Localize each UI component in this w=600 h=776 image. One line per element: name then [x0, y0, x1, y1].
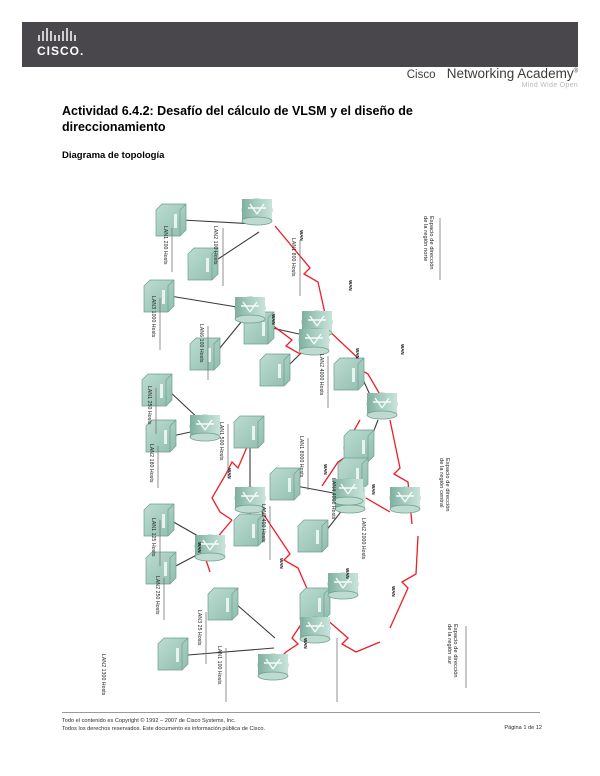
footer-divider: [62, 712, 540, 713]
wan-label-13: WAN: [303, 638, 308, 649]
wan-label-7: WAN: [371, 484, 376, 495]
wan-label-1: WAN: [299, 230, 304, 241]
lan-label-2: LAN2 100 Hosts: [212, 226, 218, 265]
lan-label-9: LAN2 180 Hosts: [148, 444, 154, 483]
wan-label-6: WAN: [323, 464, 328, 475]
region-label-north: Espacio de dirección de la región norte: [421, 216, 434, 270]
wan-label-4: WAN: [355, 348, 360, 359]
copyright-line-1: Todo el contenido es Copyright © 1992 – …: [62, 718, 236, 724]
wan-label-5: WAN: [400, 344, 405, 355]
copyright-line-2: Todos los derechos reservados. Este docu…: [62, 726, 266, 732]
label-rules: [155, 218, 467, 702]
cisco-logo: CISCO.: [34, 28, 104, 62]
footer-copyright: Todo el contenido es Copyright © 1992 – …: [62, 717, 265, 733]
lan-label-4: LAN6 100 Hosts: [198, 324, 204, 363]
region-label-central: Espacio de dirección de la región centra…: [437, 458, 450, 512]
wan-label-8: WAN: [227, 468, 232, 479]
wan-label-12: WAN: [391, 586, 396, 597]
lan-label-15: LAN2 250 Hosts: [154, 576, 160, 615]
lan-label-13: LAN2 2000 Hosts: [360, 518, 366, 560]
lan-label-7: LAN1 8000 Hosts: [298, 436, 304, 478]
lan-devices: [141, 203, 375, 671]
lan-label-12: LAN4 4000 Hosts: [330, 478, 336, 520]
wan-label-3: WAN: [271, 314, 276, 325]
lan-label-8: LAN1 250 Hosts: [146, 386, 152, 425]
academy-title-row: Cisco Networking Academy®: [406, 66, 578, 81]
lan-label-17: LAN1 100 Hosts: [216, 646, 222, 685]
page-number: Página 1 de 12: [504, 725, 542, 731]
lan-label-14: LAN1 125 Hosts: [150, 518, 156, 557]
lan-label-6: LAN2 4000 Hosts: [318, 354, 324, 396]
wan-label-9: WAN: [197, 542, 202, 553]
lan-label-10: LAN1 500 Hosts: [218, 422, 224, 461]
lan-label-11: LAN2 400 Hosts: [260, 504, 266, 543]
lan-label-3: LAN3 1000 Hosts: [150, 296, 156, 338]
cisco-bridge-glyph: [38, 28, 104, 41]
routers: [189, 198, 421, 681]
academy-tagline: Mind Wide Open: [521, 82, 578, 89]
lan-label-18: LAN2 1300 Hosts: [100, 654, 106, 696]
wan-label-11: WAN: [345, 568, 350, 579]
lan-label-1: LAN1 200 Hosts: [162, 226, 168, 265]
cisco-wordmark: CISCO.: [37, 44, 85, 58]
networking-academy-lockup: Cisco Networking Academy® Mind Wide Open: [407, 66, 578, 89]
topology-svg: [141, 198, 467, 702]
academy-title: Networking Academy: [446, 66, 574, 81]
wan-label-2: WAN: [348, 280, 353, 291]
wan-label-10: WAN: [279, 558, 284, 569]
lan-label-5: LAN1 800 Hosts: [290, 238, 296, 277]
page-title: Actividad 6.4.2: Desafío del cálculo de …: [62, 104, 413, 134]
topology-diagram: LAN1 200 Hosts LAN2 100 Hosts LAN3 1000 …: [60, 168, 540, 708]
academy-cisco-word: Cisco: [406, 69, 436, 81]
cisco-header-bar: CISCO.: [22, 22, 578, 67]
section-heading: Diagrama de topología: [62, 150, 165, 161]
lan-label-16: LAN3 25 Hosts: [196, 610, 202, 646]
region-label-south: Espacio de dirección de la región sur: [445, 624, 458, 678]
